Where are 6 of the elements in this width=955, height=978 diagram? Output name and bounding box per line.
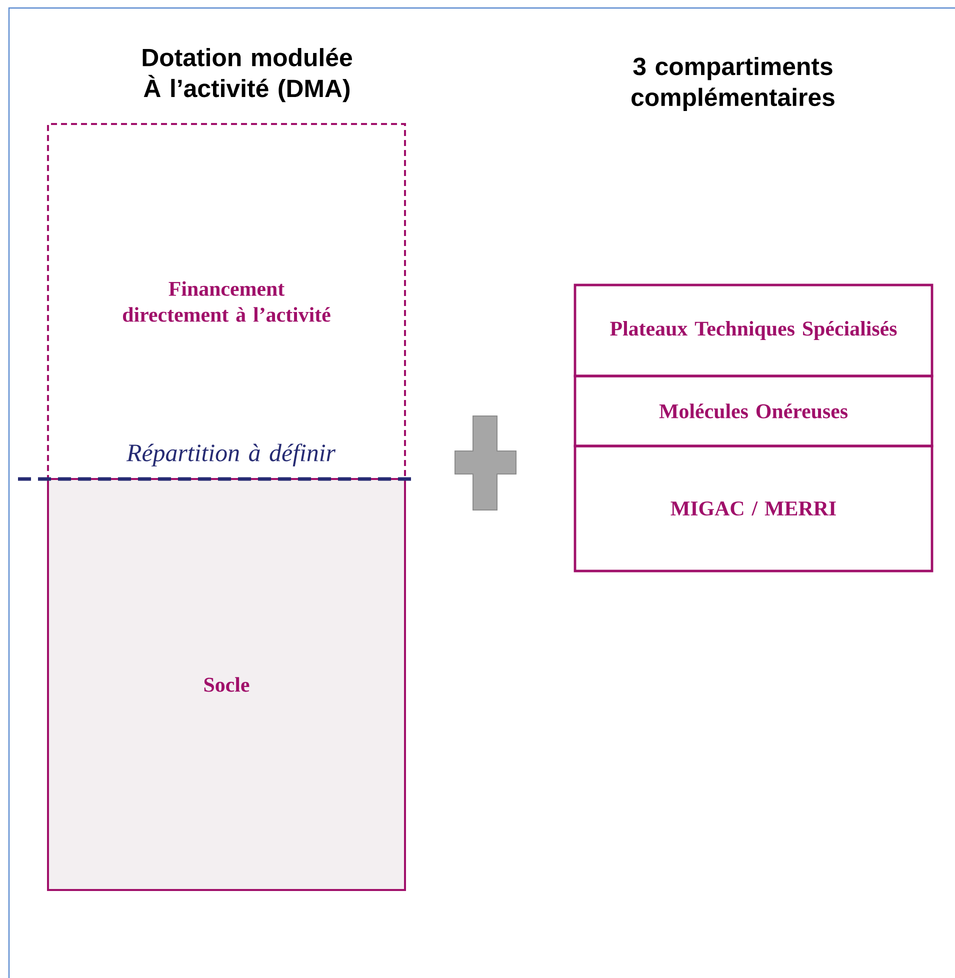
compartment-box: MIGAC / MERRI — [574, 444, 934, 572]
base-box: Socle — [47, 478, 406, 891]
compartment-box: Plateaux Techniques Spécialisés — [574, 284, 934, 378]
note-text: Répartition à définir — [126, 444, 336, 466]
compartment-box: Molécules Onéreuses — [574, 374, 934, 448]
column-heading: 3 compartiments complémentaires — [632, 56, 834, 112]
